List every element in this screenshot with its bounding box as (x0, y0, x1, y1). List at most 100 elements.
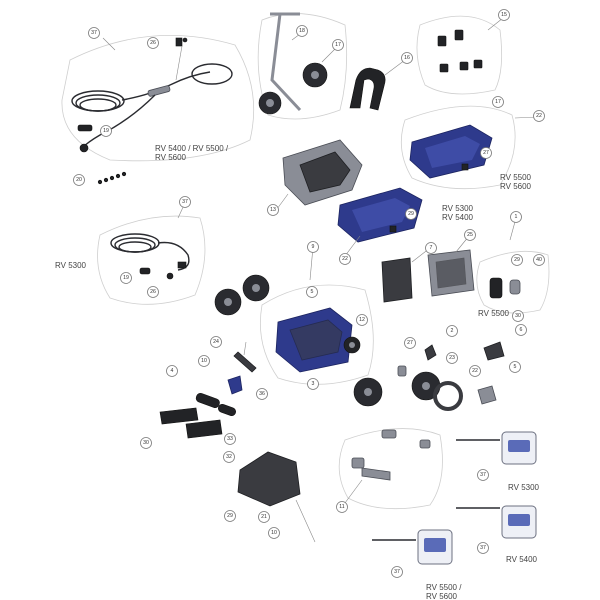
label-ps-rv5500-5600-l1: RV 5500 / (426, 583, 462, 592)
clips (437, 29, 483, 73)
callout-26: 24 (210, 336, 222, 348)
callout-37b: 37 (477, 542, 489, 554)
callout-23a: 26 (147, 37, 159, 49)
filter-basket (427, 249, 475, 297)
main-body (275, 307, 361, 373)
callout-5a: 5 (306, 286, 318, 298)
label-rv5500-5600-l1: RV 5500 (500, 173, 532, 182)
svg-text:5: 5 (514, 364, 517, 370)
svg-text:2: 2 (451, 328, 454, 334)
top-cover-rv5300-5400 (337, 187, 423, 243)
svg-text:40: 40 (536, 257, 542, 263)
floating-cable-kit (71, 37, 233, 153)
svg-text:19: 19 (103, 128, 109, 134)
callout-6: 6 (515, 324, 527, 336)
svg-text:3: 3 (312, 381, 315, 387)
callout-7: 7 (425, 242, 437, 254)
outline-cable-kit (61, 35, 255, 162)
svg-text:26: 26 (150, 289, 156, 295)
svg-text:13: 13 (270, 207, 276, 213)
left-track-wheels (214, 274, 270, 316)
svg-text:37: 37 (182, 199, 188, 205)
svg-text:22: 22 (536, 113, 542, 119)
power-supply-rv5400 (456, 505, 537, 539)
svg-text:22: 22 (342, 256, 348, 262)
svg-text:29: 29 (408, 211, 414, 217)
callout-24: 23 (446, 352, 458, 364)
callout-28: 27 (480, 147, 492, 159)
svg-text:12: 12 (359, 317, 365, 323)
power-supply-rv5500-5600 (372, 529, 453, 565)
svg-text:5: 5 (311, 289, 314, 295)
callout-17a: 17 (332, 39, 344, 51)
bottom-plate (237, 451, 301, 507)
bumper-kit (351, 429, 431, 481)
callout-21: 20 (73, 174, 85, 186)
svg-text:19: 19 (123, 275, 129, 281)
outline-top-cover-5500 (400, 105, 516, 190)
label-rv5500-remote: RV 5500 (478, 309, 510, 318)
svg-text:23: 23 (449, 355, 455, 361)
callout-15: 15 (498, 9, 510, 21)
callout-19a: 19 (100, 125, 112, 137)
outline-main-body (259, 284, 374, 385)
top-cover-rv5500 (409, 124, 493, 179)
svg-text:17: 17 (335, 42, 341, 48)
callout-36a: 37 (88, 27, 100, 39)
callout-23b: 26 (147, 286, 159, 298)
svg-text:36: 36 (259, 391, 265, 397)
callout-30a: 29 (405, 208, 417, 220)
svg-text:20: 20 (76, 177, 82, 183)
svg-text:26: 26 (150, 40, 156, 46)
callout-37a: 37 (477, 469, 489, 481)
outline-bumper-kit (338, 428, 443, 510)
callout-1: 1 (510, 211, 522, 223)
svg-text:30: 30 (143, 440, 149, 446)
label-rv5300-5400-l1: RV 5300 (442, 204, 474, 213)
small-parts (397, 341, 505, 405)
outline-clips (416, 15, 503, 95)
outline-remote (476, 250, 550, 314)
callout-25: 22 (469, 365, 481, 377)
svg-text:37: 37 (394, 569, 400, 575)
callout-28b: 27 (404, 337, 416, 349)
svg-text:16: 16 (404, 55, 410, 61)
svg-text:9: 9 (312, 244, 315, 250)
label-rv5400-5500-5600-l1: RV 5400 / RV 5500 / (155, 144, 229, 153)
label-rv5300-kit: RV 5300 (55, 261, 87, 270)
callout-40: 40 (533, 254, 545, 266)
label-rv5400-5500-5600-l2: RV 5600 (155, 153, 187, 162)
callout-31a: 30 (512, 310, 524, 322)
svg-text:25: 25 (467, 232, 473, 238)
svg-text:6: 6 (520, 327, 523, 333)
callout-11: 9 (307, 241, 319, 253)
callout-2: 2 (446, 325, 458, 337)
remote-control (489, 277, 521, 299)
callout-36b: 37 (179, 196, 191, 208)
svg-text:29: 29 (227, 513, 233, 519)
svg-text:30: 30 (515, 313, 521, 319)
callout-5b: 5 (509, 361, 521, 373)
svg-text:7: 7 (430, 245, 433, 251)
callout-13: 12 (356, 314, 368, 326)
callout-20: 21 (258, 511, 270, 523)
callout-4: 4 (166, 365, 178, 377)
callout-12: 11 (336, 501, 348, 513)
label-ps-rv5400: RV 5400 (506, 555, 538, 564)
svg-text:10: 10 (201, 358, 207, 364)
svg-text:37: 37 (91, 30, 97, 36)
label-rv5300-5400-l2: RV 5400 (442, 213, 474, 222)
callout-9: 10 (198, 355, 210, 367)
svg-text:21: 21 (261, 514, 267, 520)
svg-text:37: 37 (480, 545, 486, 551)
svg-text:11: 11 (339, 504, 344, 510)
right-track-wheels (353, 371, 463, 411)
base-body (282, 139, 363, 206)
callout-32: 32 (223, 451, 235, 463)
callout-17b: 17 (492, 96, 504, 108)
svg-text:10: 10 (271, 530, 277, 536)
callout-27: 25 (464, 229, 476, 241)
outline-caddy-kit (257, 13, 348, 120)
caddy-cart (258, 12, 328, 115)
label-ps-rv5500-5600-l2: RV 5600 (426, 592, 458, 600)
